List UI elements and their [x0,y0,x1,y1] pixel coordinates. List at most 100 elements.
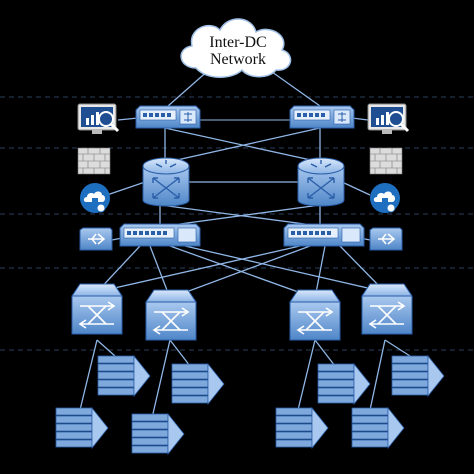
multilayer-switch-icon [71,283,123,335]
spine-switch-3 [289,289,341,341]
server-rack-icon [55,406,109,450]
server-rack-side [353,362,371,406]
server-unit [171,363,209,372]
border-switch-left [135,105,201,129]
firewall-right [369,147,403,175]
server-unit [275,439,313,448]
server-unit [131,421,169,430]
server-unit [55,431,93,440]
server-unit [97,371,135,380]
spine-switch-1 [71,283,123,335]
server-rack-side [133,354,151,398]
server-rack-side [311,406,329,450]
core-router-right [297,157,345,207]
aggregation-switch-left [119,223,201,247]
server-unit [317,371,355,380]
server-unit [97,355,135,364]
server-unit [351,431,389,440]
server-unit [275,407,313,416]
server-unit [55,423,93,432]
cloud-icon [180,18,292,78]
multilayer-switch-icon [145,289,197,341]
server-rack-icon [171,362,225,406]
server-unit [97,379,135,388]
security-cloud-icon [370,183,400,213]
server-rack-icon [317,362,371,406]
server-unit [351,423,389,432]
security-cloud-icon [80,183,110,213]
server-unit [131,445,169,454]
spine-switch-2 [145,289,197,341]
server-unit [97,363,135,372]
server-unit [391,355,429,364]
security-cloud-right [370,183,400,213]
multilayer-switch-icon [289,289,341,341]
server-unit [351,439,389,448]
server-racks [55,354,445,456]
cloud-label-line1: Inter-DC [209,34,266,51]
server-unit [131,437,169,446]
server-unit [351,407,389,416]
server-unit [317,387,355,396]
server-unit [171,379,209,388]
server-unit [317,395,355,404]
server-unit [391,387,429,396]
server-unit [171,387,209,396]
server-unit [131,413,169,422]
load-balancer-left [79,227,113,251]
tier-separators [0,96,474,351]
server-unit [131,429,169,438]
server-rack-icon [351,406,405,450]
load-balancer-right [369,227,403,251]
aggregation-switch-right [283,223,365,247]
monitor-left [77,103,120,134]
monitor-icon [77,103,120,134]
load-balancer-icon [369,227,403,251]
server-unit [317,363,355,372]
security-cloud-left [80,183,110,213]
monitor-right [367,103,410,134]
server-rack-icon [391,354,445,398]
load-balancer-icon [79,227,113,251]
cloud-label-line2: Network [210,51,266,68]
server-unit [275,415,313,424]
server-rack-icon [275,406,329,450]
server-rack-side [91,406,109,450]
router-icon [297,157,345,207]
server-unit [97,387,135,396]
inter-dc-cloud: Inter-DC Network [180,18,292,78]
server-rack-side [207,362,225,406]
firewall-icon [369,147,403,175]
server-unit [391,363,429,372]
server-unit [317,379,355,388]
switch-icon [119,223,201,247]
server-rack-side [167,412,185,456]
switch-icon [135,105,201,129]
switch-icon [283,223,365,247]
server-unit [55,439,93,448]
server-rack-icon [131,412,185,456]
server-unit [55,415,93,424]
router-icon [142,157,190,207]
multilayer-switch-icon [361,283,413,335]
server-unit [391,371,429,380]
server-unit [55,407,93,416]
monitor-icon [367,103,410,134]
firewall-left [77,147,111,175]
switch-icon [289,105,355,129]
server-rack-icon [97,354,151,398]
server-rack-side [427,354,445,398]
spine-switch-4 [361,283,413,335]
server-unit [391,379,429,388]
server-unit [351,415,389,424]
server-rack-side [387,406,405,450]
border-switch-right [289,105,355,129]
core-router-left [142,157,190,207]
server-unit [275,423,313,432]
firewall-icon [77,147,111,175]
server-unit [275,431,313,440]
links [79,61,411,419]
server-unit [171,371,209,380]
